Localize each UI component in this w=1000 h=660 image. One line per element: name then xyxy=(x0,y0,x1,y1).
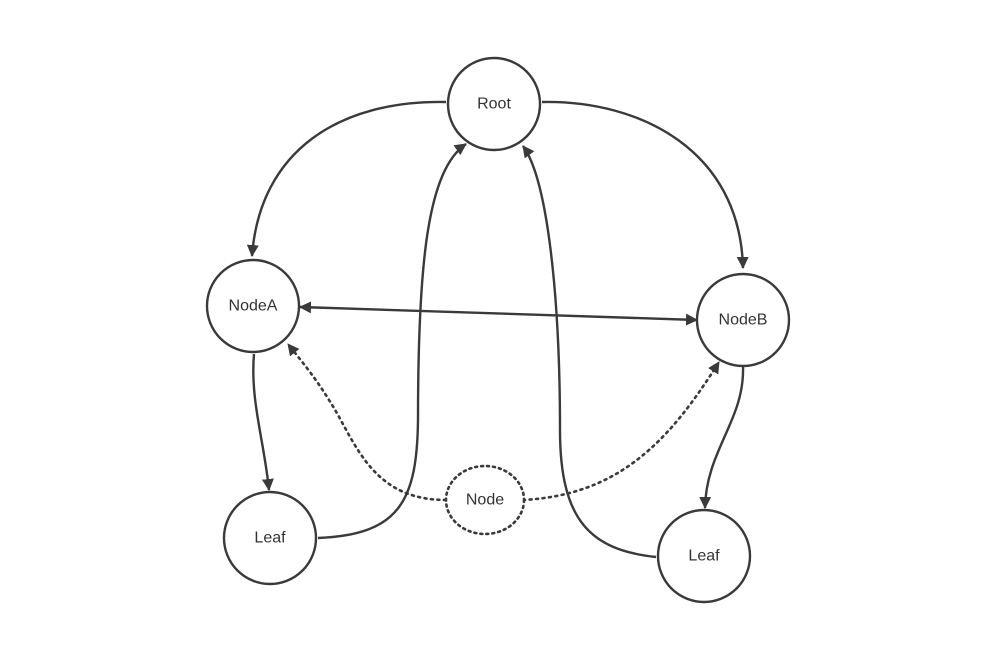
node-root[interactable]: Root xyxy=(446,56,542,152)
node-b-label: NodeB xyxy=(719,312,768,329)
edge-nodea-nodeb-bidirectional xyxy=(299,301,698,326)
node-leaf-left-label: Leaf xyxy=(254,530,286,547)
node-root-label: Root xyxy=(477,96,511,113)
edge-leaf-right-to-root xyxy=(522,145,657,559)
edge-leaf-left-to-root xyxy=(317,143,467,540)
edge-nodea-to-leaf-left xyxy=(252,353,274,491)
node-dotted-label: Node xyxy=(466,492,504,509)
node-a-label: NodeA xyxy=(229,298,278,315)
node-leaf-left[interactable]: Leaf xyxy=(222,490,318,586)
node-a[interactable]: NodeA xyxy=(205,258,301,354)
edge-dotted-node-to-nodeb xyxy=(521,360,721,502)
node-leaf-right[interactable]: Leaf xyxy=(656,508,752,604)
edges xyxy=(246,100,749,559)
edge-nodeb-to-leaf-right xyxy=(699,365,745,509)
edge-root-to-nodeb xyxy=(541,100,749,269)
edge-dotted-node-to-nodea xyxy=(286,342,448,502)
node-dotted[interactable]: Node xyxy=(444,464,526,536)
node-b[interactable]: NodeB xyxy=(695,272,791,368)
node-leaf-right-label: Leaf xyxy=(688,548,720,565)
edge-root-to-nodea xyxy=(246,100,447,257)
